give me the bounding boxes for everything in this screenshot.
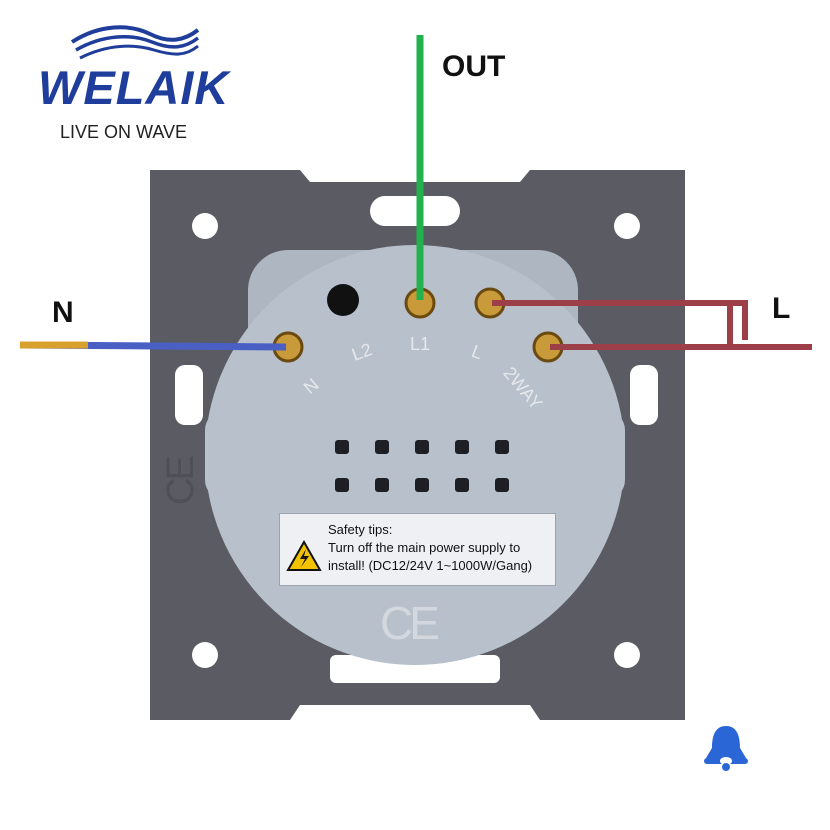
frame-hole	[192, 642, 218, 668]
wire-label-live: L	[772, 292, 791, 325]
ce-mark: CE	[380, 597, 440, 649]
wire-label-out: OUT	[442, 50, 506, 83]
safety-title: Safety tips:	[328, 522, 393, 537]
brand-name: WELAIK	[38, 61, 230, 114]
frame-hole	[192, 213, 218, 239]
frame-slot	[330, 655, 500, 683]
wire-label-neutral: N	[52, 296, 74, 329]
ce-mark-frame: CE	[160, 458, 202, 505]
safety-sticker: Safety tips: Turn off the main power sup…	[279, 513, 556, 586]
brand-wave-icon	[70, 25, 200, 60]
frame-hole	[614, 642, 640, 668]
body-hole	[327, 284, 359, 316]
terminal-label-l1: L1	[410, 334, 431, 354]
frame-slot	[370, 196, 460, 226]
frame-slot	[175, 365, 203, 425]
wire-live	[492, 300, 812, 350]
frame-slot	[630, 365, 658, 425]
bell-icon	[704, 726, 748, 771]
warning-sign-icon	[286, 540, 322, 571]
brand-tagline: LIVE ON WAVE	[60, 122, 188, 142]
vent-holes	[335, 440, 509, 492]
frame-hole	[614, 213, 640, 239]
safety-line-1: Turn off the main power supply to	[328, 540, 521, 555]
safety-line-2: install! (DC12/24V 1~1000W/Gang)	[328, 558, 533, 573]
